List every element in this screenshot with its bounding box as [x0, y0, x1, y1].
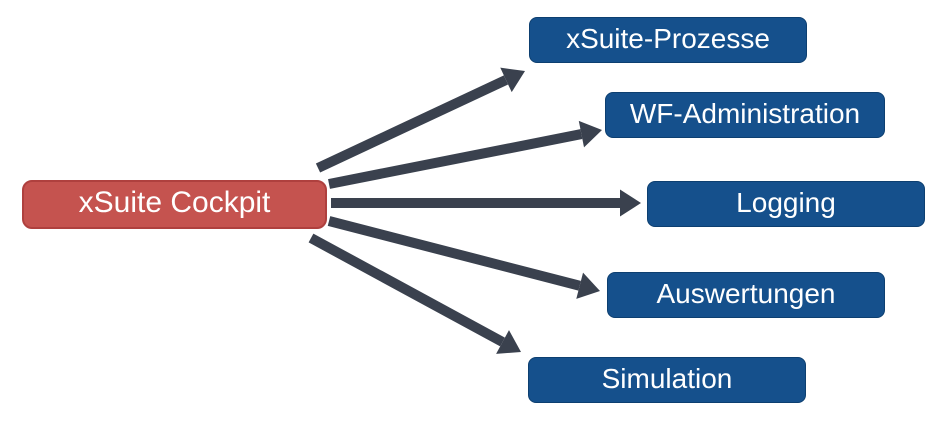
connector-arrow-auswertungen	[327, 216, 600, 299]
node-simulation: Simulation	[528, 357, 806, 403]
connector-arrow-wf-administration	[328, 120, 602, 189]
node-xsuite-cockpit: xSuite Cockpit	[22, 180, 327, 229]
node-xsuite-cockpit-label: xSuite Cockpit	[78, 186, 271, 219]
node-auswertungen-label: Auswertungen	[656, 277, 836, 309]
node-logging-label: Logging	[736, 186, 836, 218]
node-xsuite-prozesse: xSuite-Prozesse	[529, 17, 807, 63]
node-xsuite-prozesse-label: xSuite-Prozesse	[566, 22, 770, 54]
node-logging: Logging	[647, 181, 925, 227]
node-simulation-label: Simulation	[601, 362, 733, 394]
node-wf-administration-label: WF-Administration	[629, 97, 861, 129]
node-wf-administration: WF-Administration	[605, 92, 885, 138]
connector-arrow-xsuite-prozesse	[315, 67, 525, 173]
connector-arrow-simulation	[308, 233, 521, 354]
node-auswertungen: Auswertungen	[607, 272, 885, 318]
connector-arrow-logging	[331, 189, 641, 217]
